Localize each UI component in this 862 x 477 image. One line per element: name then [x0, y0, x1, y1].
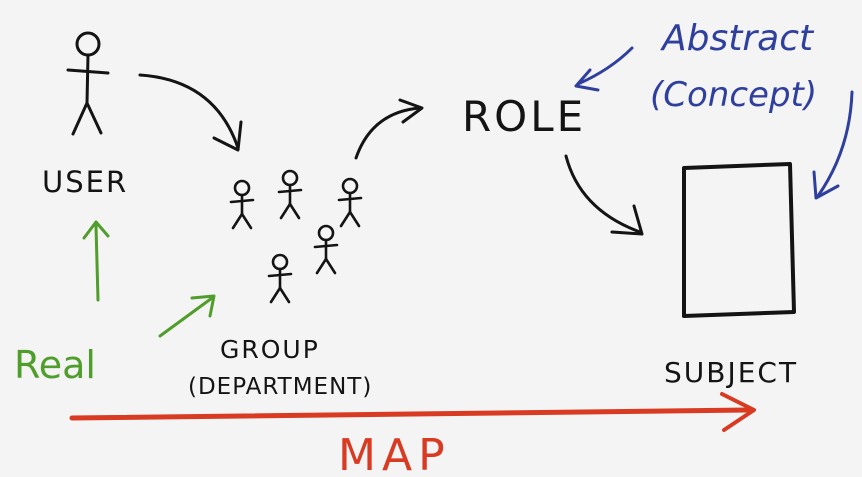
arrow-real-to-user	[82, 220, 110, 302]
user-stick-figure	[66, 31, 110, 136]
arrow-group-to-role	[354, 98, 424, 160]
map-label: MAP	[338, 430, 451, 477]
arrow-abstract-to-role	[574, 46, 634, 92]
user-label: USER	[42, 165, 128, 199]
subject-label: SUBJECT	[664, 356, 798, 389]
group-label: GROUP	[220, 335, 320, 364]
group-sublabel: (DEPARTMENT)	[188, 374, 372, 400]
abstract-sublabel: (Concept)	[650, 75, 817, 115]
arrow-role-to-subject	[564, 154, 644, 236]
arrow-user-to-group	[138, 73, 243, 152]
group-person-icon	[313, 224, 339, 275]
subject-box-icon	[682, 162, 796, 318]
group-person-icon	[277, 169, 303, 220]
group-person-icon	[267, 253, 293, 304]
group-person-icon	[337, 177, 363, 228]
role-label: ROLE	[462, 92, 586, 141]
map-arrow	[69, 392, 756, 432]
arrow-real-to-group	[158, 294, 216, 338]
group-stick-figures	[229, 169, 363, 304]
real-label: Real	[14, 343, 96, 387]
abstract-label: Abstract	[660, 18, 815, 59]
arrow-abstract-to-subject	[812, 90, 854, 200]
group-person-icon	[229, 179, 255, 230]
